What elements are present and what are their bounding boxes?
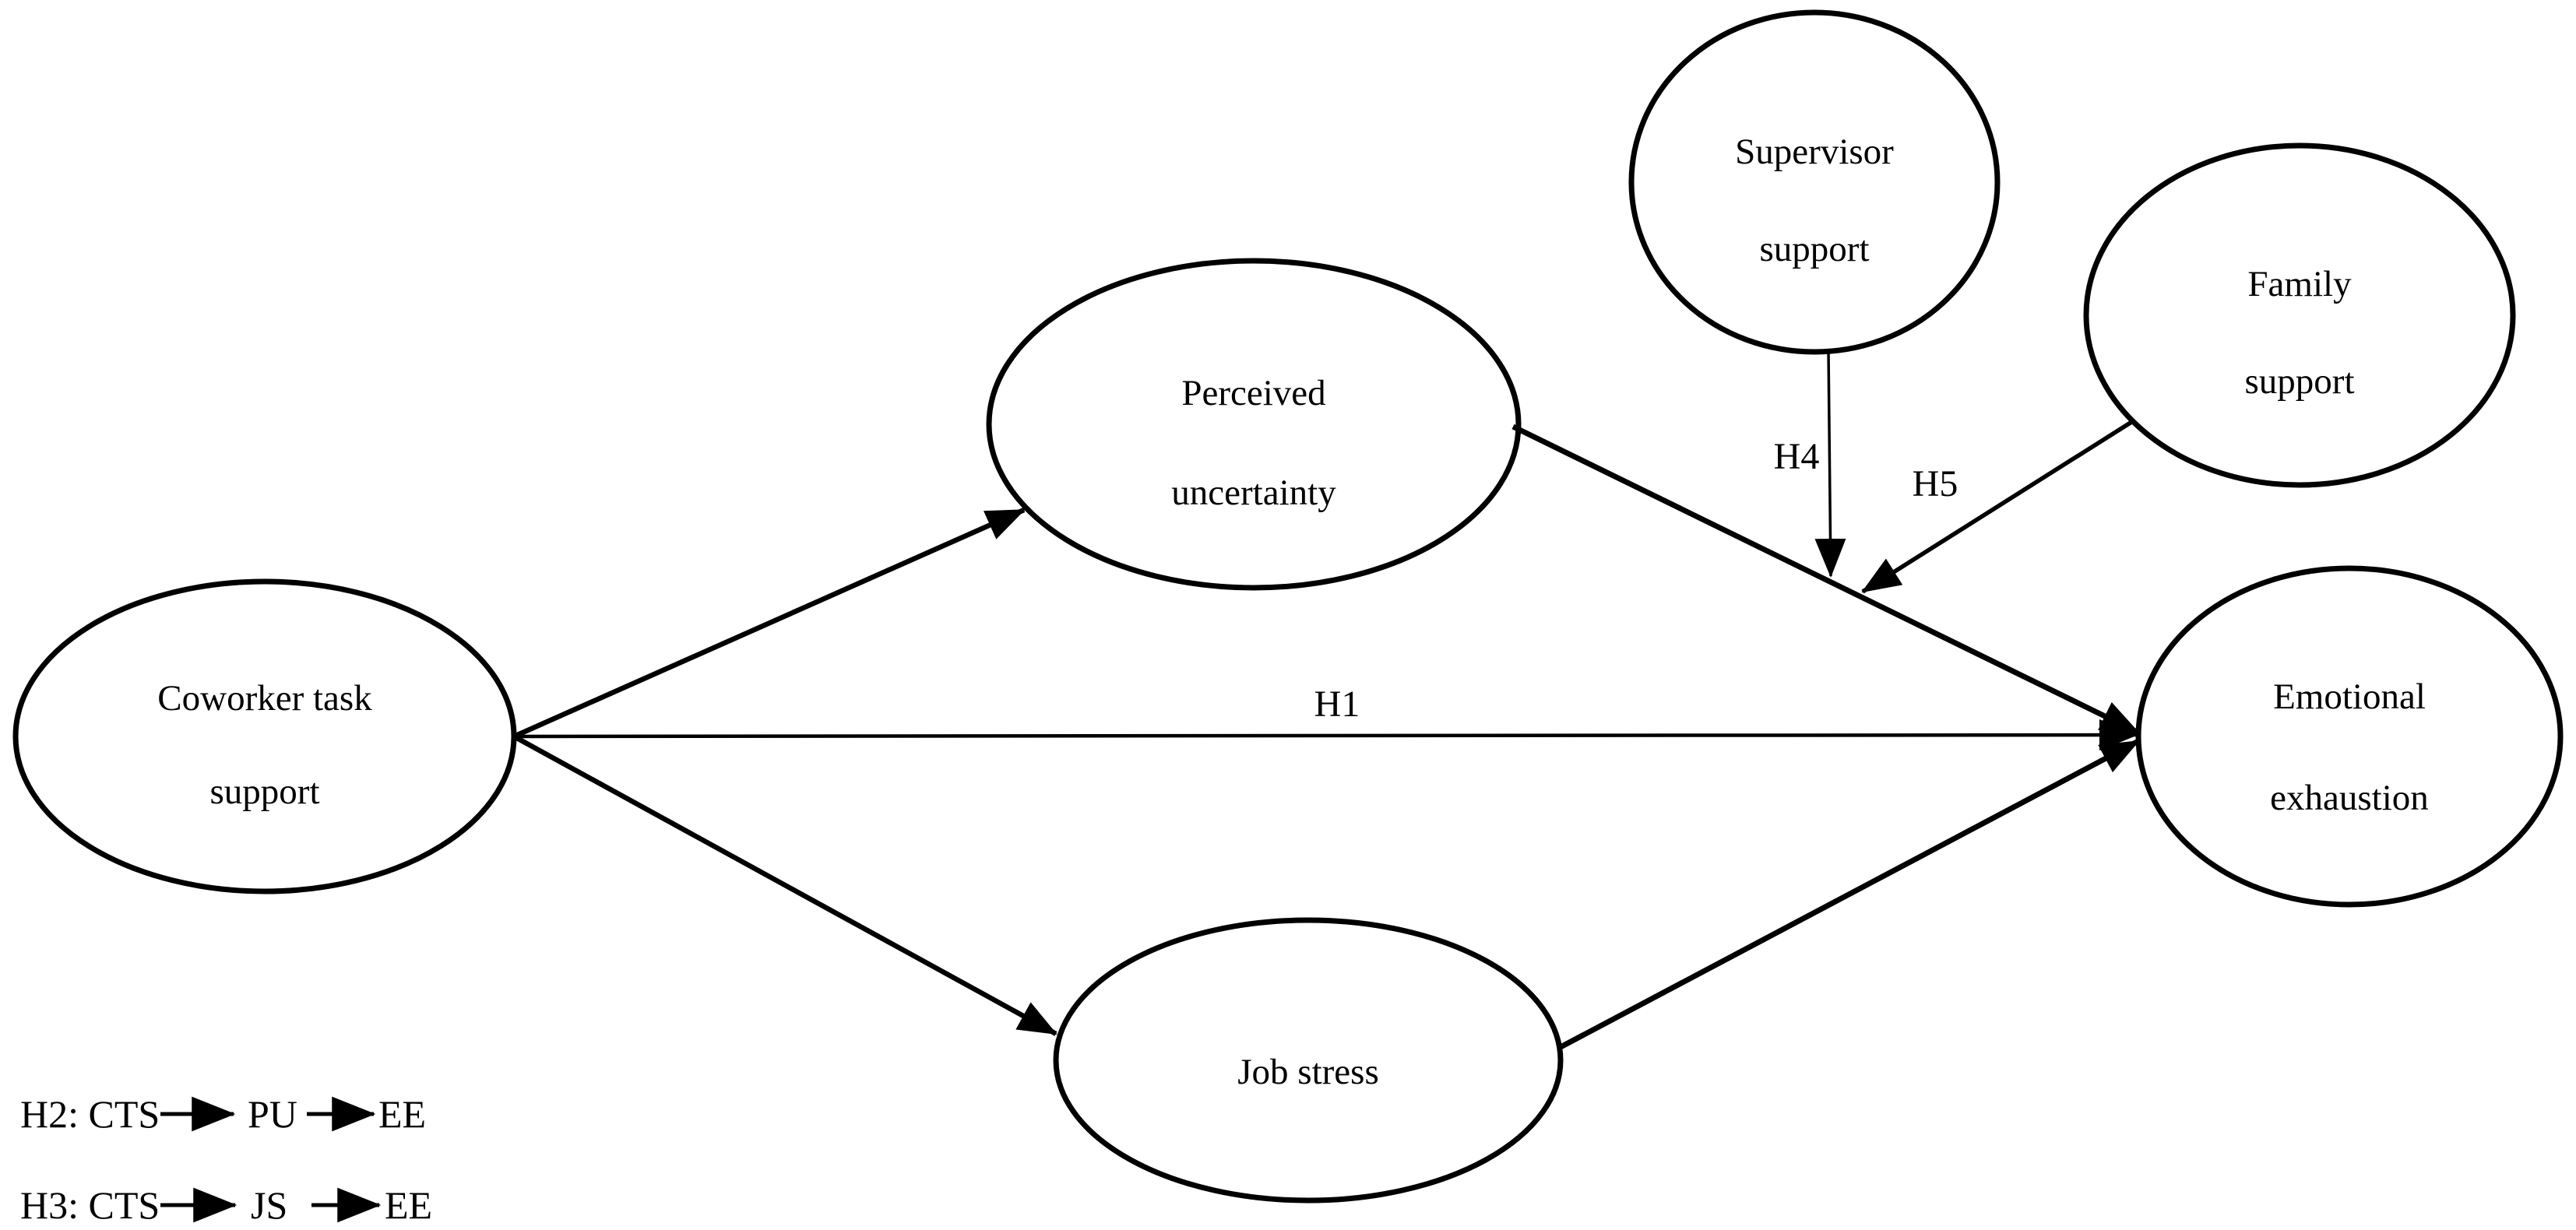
perceived-uncertainty-label-line2: uncertainty — [1171, 473, 1336, 513]
legend-h3-mid: JS — [251, 1183, 287, 1227]
coworker-task-support-label-line1: Coworker task — [157, 678, 372, 719]
legend-h3-prefix: H3: CTS — [20, 1183, 160, 1227]
node-family-support: Family support — [2083, 142, 2516, 488]
emotional-exhaustion-label-line1: Emotional — [2273, 676, 2426, 717]
arrow-fs-moderation-h5 — [1861, 419, 2134, 594]
path-label-h1: H1 — [1314, 684, 1360, 725]
node-coworker-task-support: Coworker task support — [12, 578, 517, 894]
coworker-task-support-label-line2: support — [210, 771, 320, 812]
supervisor-support-label-line1: Supervisor — [1735, 132, 1894, 172]
perceived-uncertainty-ellipse — [986, 258, 1522, 591]
node-job-stress: Job stress — [1053, 917, 1564, 1204]
family-support-label-line2: support — [2245, 361, 2355, 402]
path-label-h5: H5 — [1913, 463, 1958, 504]
perceived-uncertainty-label-line1: Perceived — [1181, 373, 1325, 413]
node-supervisor-support: Supervisor support — [1628, 9, 2001, 355]
arrow-pu-to-ee — [1511, 423, 2140, 736]
arrow-cts-to-pu — [512, 508, 1026, 739]
job-stress-ellipse — [1053, 917, 1564, 1204]
arrow-ss-moderation-h4 — [1814, 350, 1846, 578]
legend-h2-row: H2: CTS PU EE — [20, 1092, 426, 1136]
arrow-cts-to-ee-h1 — [513, 719, 2138, 751]
arrow-cts-to-js — [512, 734, 1057, 1036]
family-support-label-line1: Family — [2247, 264, 2352, 304]
emotional-exhaustion-label-line2: exhaustion — [2270, 778, 2429, 818]
family-support-ellipse — [2083, 142, 2516, 488]
legend-h3-row: H3: CTS JS EE — [20, 1183, 432, 1227]
node-perceived-uncertainty: Perceived uncertainty — [986, 258, 1522, 591]
legend-h2-end: EE — [378, 1092, 426, 1136]
emotional-exhaustion-ellipse — [2135, 565, 2564, 908]
legend-h2-prefix: H2: CTS — [20, 1092, 160, 1136]
legend-h2-mid: PU — [248, 1092, 297, 1136]
legend-h3-end: EE — [385, 1183, 432, 1227]
supervisor-support-label-line2: support — [1760, 229, 1870, 269]
arrow-js-to-ee — [1559, 738, 2140, 1050]
node-emotional-exhaustion: Emotional exhaustion — [2135, 565, 2564, 908]
path-label-h4: H4 — [1774, 436, 1820, 477]
coworker-task-support-ellipse — [12, 578, 517, 894]
job-stress-label: Job stress — [1237, 1052, 1378, 1092]
supervisor-support-ellipse — [1628, 9, 2001, 355]
